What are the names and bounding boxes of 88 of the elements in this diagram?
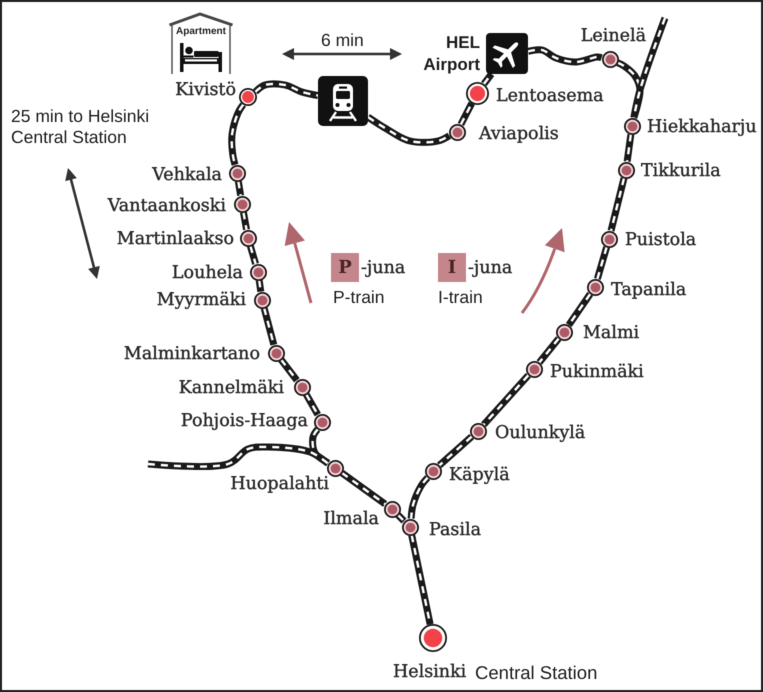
railway-track [566,292,594,327]
station-name: Pukinmäki [550,362,644,382]
railway-track [481,372,531,428]
station-name: Malmi [583,323,640,343]
line-translation: I-train [438,286,483,308]
station-dot [268,344,284,362]
station-name: Pasila [429,520,482,540]
railway-track [366,114,452,146]
station-name: Huopalahti [230,474,329,494]
railway-track [252,80,319,99]
station-name: Aviapolis [479,124,559,144]
station-dot [466,82,488,104]
station-name: Helsinki [393,662,466,682]
railway-track [527,46,602,66]
railway-track [278,358,300,382]
station-dot [600,230,618,248]
railway-track [408,475,430,519]
railway-track [340,470,388,507]
railway-track [458,102,475,126]
station-name: Vehkala [152,165,222,185]
line-translation: P-train [333,286,385,308]
railway-track [148,443,330,470]
railway-track [608,177,628,232]
station-name: Malminkartano [124,344,260,364]
station-dot [470,422,486,440]
station-dot [228,164,246,182]
station-dot [314,414,330,430]
railway-track [256,280,264,292]
line-name: -juna [468,258,512,278]
station-dot [624,118,640,134]
airport-name: HEL Airport [422,32,480,76]
station-name: Vantaankoski [108,196,226,216]
station-dot [526,360,542,378]
railway-track [408,534,434,625]
station-dot [240,230,256,246]
railway-track [616,60,644,119]
station-dot [556,324,572,340]
station-dot [586,278,604,296]
station-dot [294,378,310,396]
line-letter-tile: I [438,253,466,282]
station-dot [384,500,400,518]
station-name: Ilmala [323,509,379,529]
airplane-icon [486,33,528,74]
station-name: Lentoasema [496,86,604,106]
railway-track [309,427,330,466]
station-dot [254,292,270,308]
line-name: -juna [361,258,406,278]
station-name: Hiekkaharju [647,117,757,137]
station-name: Louhela [172,263,243,283]
travel-time-label: 6 min [321,30,364,50]
station-name: Oulunkylä [495,423,586,443]
station-dot [402,518,418,536]
railway-track [260,307,278,346]
station-name: Central Station [475,662,598,682]
station-name: Leinelä [580,26,646,46]
station-name: Kivistö [175,80,236,100]
travel-time-note: 25 min to Helsinki Central Station [11,106,150,148]
station-name: Puistola [625,230,696,250]
station-dot [602,50,618,68]
station-dot [424,462,442,480]
station-name: Kannelmäki [178,378,284,398]
railway-track [630,16,668,118]
railway-track [481,72,494,86]
station-dot [618,162,634,178]
station-name: Martinlaakso [116,229,234,249]
railway-track [240,212,250,230]
railway-track [247,245,259,265]
line-letter-tile: P [331,253,359,282]
station-dot [234,196,250,212]
station-dot [239,88,257,106]
station-name: Tikkurila [641,161,721,181]
railway-track [594,246,610,280]
railway-track [437,434,474,468]
station-dot [326,460,344,476]
railway-track [303,392,321,416]
station-dot [250,264,266,280]
railway-track [234,180,244,196]
railway-track [624,134,634,162]
station-name: Myyrmäki [156,290,246,310]
railway-track [228,102,246,166]
train-icon [318,76,368,126]
station-name: Pohjois-Haaga [180,411,308,431]
station-dot [448,124,466,140]
building-label: Apartment [174,26,227,38]
station-dot [419,624,447,652]
railway-track [536,336,562,365]
station-name: Tapanila [611,280,686,300]
station-name: Käpylä [449,465,510,485]
